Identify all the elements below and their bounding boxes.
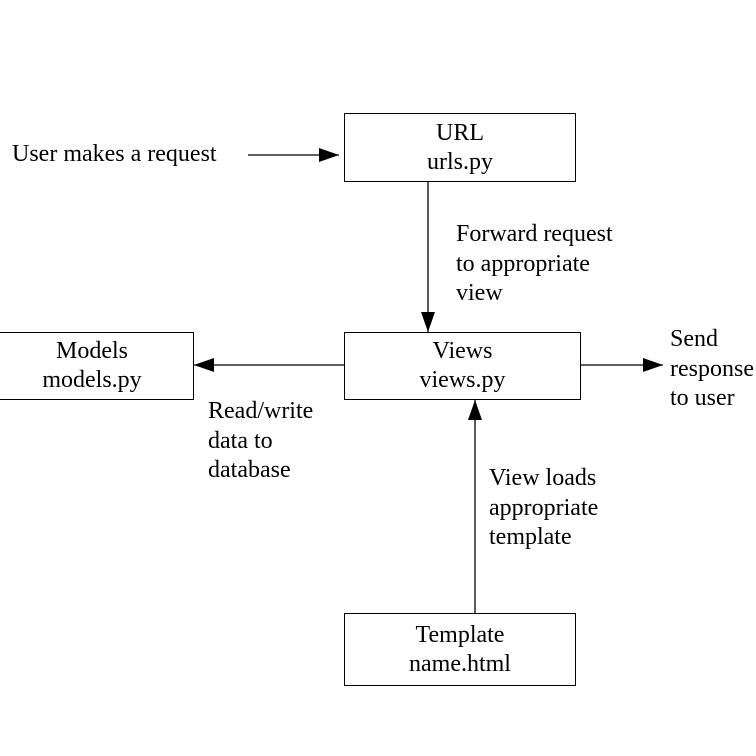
- template-node-file: name.html: [409, 650, 511, 677]
- models-node: Models models.py: [0, 332, 194, 400]
- template-node: Template name.html: [344, 613, 576, 686]
- forward-request-label: Forward request to appropriate view: [456, 221, 613, 306]
- template-node-title: Template: [415, 621, 505, 648]
- read-write-label: Read/write data to database: [208, 398, 314, 483]
- send-response-label: Send response to user: [670, 326, 754, 411]
- url-node: URL urls.py: [344, 113, 576, 182]
- models-node-file: models.py: [42, 367, 142, 393]
- url-node-file: urls.py: [427, 148, 493, 175]
- url-node-title: URL: [436, 119, 484, 146]
- user-request-label: User makes a request: [12, 141, 217, 167]
- view-loads-label: View loads appropriate template: [489, 465, 599, 550]
- views-node-title: Views: [432, 338, 493, 364]
- models-node-title: Models: [56, 338, 128, 364]
- views-node: Views views.py: [344, 332, 581, 400]
- views-node-file: views.py: [419, 367, 506, 393]
